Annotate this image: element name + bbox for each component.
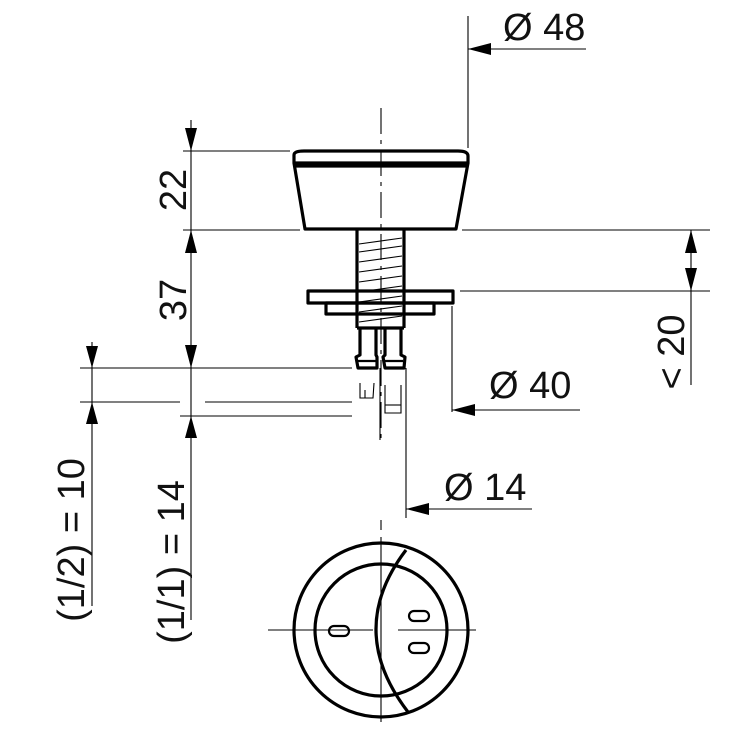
wall-thickness-label: < 20 <box>651 314 693 389</box>
button-height-label: 22 <box>153 169 195 211</box>
button-cap <box>292 149 470 231</box>
flange-diameter-leader <box>452 404 580 416</box>
top-view <box>268 520 476 722</box>
large-flush-slot-upper <box>407 609 431 623</box>
split-arc <box>374 549 410 713</box>
flange <box>306 289 455 316</box>
outer-ring <box>292 541 470 719</box>
extension-lines <box>80 16 710 417</box>
half-flush-dimension-line <box>86 342 98 606</box>
wall-thickness-dimension-line <box>685 230 697 385</box>
large-flush-slot-lower <box>407 641 431 655</box>
threaded-stem <box>355 229 406 330</box>
stem-length-label: 37 <box>153 279 195 321</box>
button-diameter-label: Ø 48 <box>503 7 585 49</box>
button-diameter-leader <box>468 43 586 55</box>
inner-circle <box>313 562 449 698</box>
half-flush-stroke-label: (1/2) = 10 <box>51 458 93 622</box>
flange-diameter-label: Ø 40 <box>489 365 571 407</box>
pressed-plunger-outlines <box>359 368 407 518</box>
full-flush-stroke-label: (1/1) = 14 <box>151 480 193 644</box>
height-dimension-line <box>185 120 197 368</box>
stem-diameter-label: Ø 14 <box>444 467 526 509</box>
full-flush-dimension-line <box>185 368 197 620</box>
thread-lines <box>358 237 403 323</box>
side-view: 22 37 (1/2) = 10 (1/1) = 14 < 20 Ø 48 <box>51 7 710 644</box>
plungers <box>354 328 407 370</box>
small-flush-slot <box>327 624 351 638</box>
stem-diameter-leader <box>406 503 532 515</box>
